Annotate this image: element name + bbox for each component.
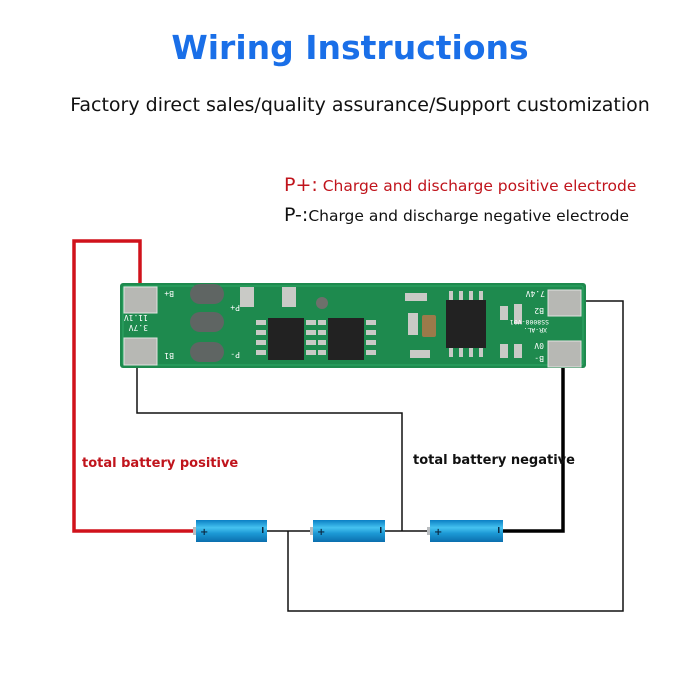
battery-2-plus: + xyxy=(317,527,325,538)
svg-text:B+: B+ xyxy=(164,289,174,298)
protection-board: B+ 11.1V 3.7V B1 P+ P- 7.4V B2 SS8008-V0… xyxy=(120,283,586,368)
battery-2: + xyxy=(310,520,385,542)
legend-negative: P-:Charge and discharge negative electro… xyxy=(284,204,629,226)
total-battery-negative-label: total battery negative xyxy=(413,453,575,468)
svg-text:B1: B1 xyxy=(164,351,174,360)
page-subtitle: Factory direct sales/quality assurance/S… xyxy=(70,94,650,116)
b1-wire xyxy=(136,355,403,531)
legend-positive-text: Charge and discharge positive electrode xyxy=(317,177,637,195)
positive-wire xyxy=(72,239,195,533)
legend-positive-key: P+: xyxy=(284,174,318,196)
svg-text:P-: P- xyxy=(230,350,240,359)
svg-text:B-: B- xyxy=(534,354,544,363)
battery-3: + xyxy=(427,520,503,542)
svg-text:P+: P+ xyxy=(230,303,240,312)
svg-text:3.7V: 3.7V xyxy=(129,323,148,332)
svg-text:SS8008-V01: SS8008-V01 xyxy=(510,318,549,326)
svg-text:0V: 0V xyxy=(534,341,544,350)
pad-b-minus xyxy=(547,340,582,368)
svg-text:B2: B2 xyxy=(534,306,544,315)
pad-b1 xyxy=(123,337,158,366)
total-battery-positive-label: total battery positive xyxy=(82,456,239,471)
svg-text:7.4V: 7.4V xyxy=(526,289,545,298)
legend-negative-text: Charge and discharge negative electrode xyxy=(308,207,629,225)
battery-1-plus: + xyxy=(200,527,208,538)
svg-text:11.1V: 11.1V xyxy=(124,313,148,322)
legend-positive: P+: Charge and discharge positive electr… xyxy=(284,174,636,196)
svg-text:XR-AL.: XR-AL. xyxy=(524,326,547,334)
negative-wire xyxy=(503,355,565,533)
battery-3-plus: + xyxy=(434,527,442,538)
pad-b-plus xyxy=(123,286,158,314)
pad-b2 xyxy=(547,289,582,317)
legend-negative-key: P-: xyxy=(284,204,309,226)
battery-1: + xyxy=(193,520,267,542)
b2-wire xyxy=(287,300,624,612)
page-title: Wiring Instructions xyxy=(171,28,529,67)
